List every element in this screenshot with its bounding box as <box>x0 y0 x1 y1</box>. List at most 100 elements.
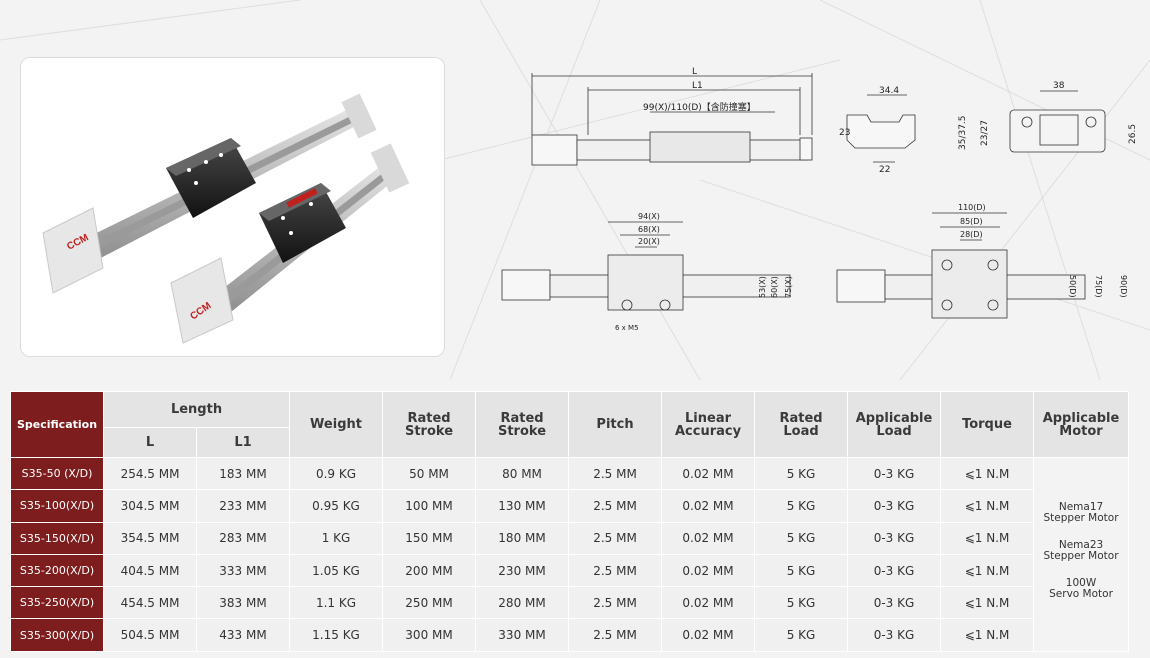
dim-section-width-bottom: 22 <box>879 165 890 175</box>
cell-pitch: 2.5 MM <box>568 456 663 491</box>
cell-weight: 0.95 KG <box>289 489 384 523</box>
cell-applicable-load: 0-3 KG <box>847 521 942 555</box>
dim-L: L <box>692 67 697 77</box>
dim-end-height-mid: 23/27 <box>980 120 990 146</box>
cell-torque: ⩽1 N.M <box>940 521 1035 555</box>
cell-spec: S35-100(X/D) <box>10 489 104 523</box>
cell-rated-stroke-1: 50 MM <box>382 456 477 491</box>
cell-rated-stroke-2: 80 MM <box>475 456 570 491</box>
cell-rated-stroke-2: 130 MM <box>475 489 570 523</box>
cell-rated-stroke-1: 150 MM <box>382 521 477 555</box>
technical-drawings: L L1 99(X)/110(D)【含防撞塞】 34.4 23 22 38 35… <box>501 67 1138 332</box>
dim-end-height-total: 35/37.5 <box>958 115 968 150</box>
cell-spec: S35-50 (X/D) <box>10 456 104 491</box>
cell-spec: S35-300(X/D) <box>10 618 104 652</box>
cell-L: 504.5 MM <box>103 618 197 652</box>
cell-rated-stroke-1: 300 MM <box>382 618 477 652</box>
cell-pitch: 2.5 MM <box>568 586 663 620</box>
dim-end-width: 38 <box>1053 81 1065 91</box>
dim-section-width-top: 34.4 <box>879 86 899 96</box>
dim-x-h3: 75(X) <box>784 276 793 298</box>
table-row: S35-250(X/D) 454.5 MM 383 MM 1.1 KG 250 … <box>10 586 1129 620</box>
cell-L: 304.5 MM <box>103 489 197 523</box>
dim-d-d2: 85(D) <box>960 217 983 226</box>
cell-weight: 1.05 KG <box>289 553 384 588</box>
header-L: L <box>103 427 197 458</box>
dim-stroke-note: 99(X)/110(D)【含防撞塞】 <box>643 101 756 113</box>
table-row: S35-200(X/D) 404.5 MM 333 MM 1.05 KG 200… <box>10 553 1129 588</box>
cell-torque: ⩽1 N.M <box>940 456 1035 491</box>
cell-applicable-load: 0-3 KG <box>847 586 942 620</box>
cell-weight: 0.9 KG <box>289 456 384 491</box>
cell-rated-stroke-2: 180 MM <box>475 521 570 555</box>
cell-torque: ⩽1 N.M <box>940 489 1035 523</box>
cell-L1: 183 MM <box>195 456 291 491</box>
table-row: S35-100(X/D) 304.5 MM 233 MM 0.95 KG 100… <box>10 489 1129 523</box>
top-view-d-drawing <box>836 212 1086 319</box>
dim-d-h1: 50(D) <box>1068 275 1077 298</box>
cell-L: 354.5 MM <box>103 521 197 555</box>
cell-rated-stroke-2: 230 MM <box>475 553 570 588</box>
cell-applicable-load: 0-3 KG <box>847 553 942 588</box>
dim-d-d3: 28(D) <box>960 230 983 239</box>
dim-x-h1: 53(X) <box>758 276 767 298</box>
side-view-drawing <box>531 73 813 166</box>
cell-pitch: 2.5 MM <box>568 521 663 555</box>
cell-torque: ⩽1 N.M <box>940 553 1035 588</box>
cell-weight: 1 KG <box>289 521 384 555</box>
cell-weight: 1.15 KG <box>289 618 384 652</box>
cell-L1: 433 MM <box>195 618 291 652</box>
dim-d-h2: 75(D) <box>1094 275 1103 298</box>
cell-pitch: 2.5 MM <box>568 618 663 652</box>
dim-end-height-side: 26.5 <box>1128 124 1138 144</box>
linear-module-illustration: CCM CCM <box>42 93 410 344</box>
header-L1: L1 <box>195 427 291 458</box>
cell-rated-stroke-2: 280 MM <box>475 586 570 620</box>
cell-linear-accuracy: 0.02 MM <box>661 553 756 588</box>
cell-linear-accuracy: 0.02 MM <box>661 586 756 620</box>
dim-d-d1: 110(D) <box>958 203 986 212</box>
cell-rated-stroke-2: 330 MM <box>475 618 570 652</box>
cell-rated-stroke-1: 200 MM <box>382 553 477 588</box>
dim-x-d3: 20(X) <box>638 237 660 246</box>
cell-rated-load: 5 KG <box>754 456 849 491</box>
cell-L1: 283 MM <box>195 521 291 555</box>
header-pitch: Pitch <box>568 391 663 458</box>
cell-rated-load: 5 KG <box>754 489 849 523</box>
cell-applicable-load: 0-3 KG <box>847 618 942 652</box>
section-view-drawing <box>846 94 916 163</box>
cell-rated-load: 5 KG <box>754 521 849 555</box>
cell-spec: S35-150(X/D) <box>10 521 104 555</box>
dim-L1: L1 <box>692 81 703 91</box>
cell-linear-accuracy: 0.02 MM <box>661 489 756 523</box>
cell-rated-stroke-1: 100 MM <box>382 489 477 523</box>
dim-x-d2: 68(X) <box>638 225 660 234</box>
dim-x-d1: 94(X) <box>638 212 660 221</box>
cell-L: 404.5 MM <box>103 553 197 588</box>
cell-applicable-load: 0-3 KG <box>847 456 942 491</box>
header-weight: Weight <box>289 391 384 458</box>
cell-L: 254.5 MM <box>103 456 197 491</box>
header-specification: Specification <box>10 391 104 458</box>
dim-d-h3: 90(D) <box>1119 275 1128 298</box>
table-row: S35-50 (X/D) 254.5 MM 183 MM 0.9 KG 50 M… <box>10 456 1130 652</box>
cell-applicable-load: 0-3 KG <box>847 489 942 523</box>
table-row: S35-300(X/D) 504.5 MM 433 MM 1.15 KG 300… <box>10 618 1129 652</box>
cell-L1: 233 MM <box>195 489 291 523</box>
cell-pitch: 2.5 MM <box>568 553 663 588</box>
end-view-drawing <box>1009 90 1106 153</box>
dim-x-h2: 60(X) <box>770 276 779 298</box>
header-length: Length <box>102 391 291 428</box>
cell-pitch: 2.5 MM <box>568 489 663 523</box>
cell-linear-accuracy: 0.02 MM <box>661 521 756 555</box>
cell-torque: ⩽1 N.M <box>940 618 1035 652</box>
